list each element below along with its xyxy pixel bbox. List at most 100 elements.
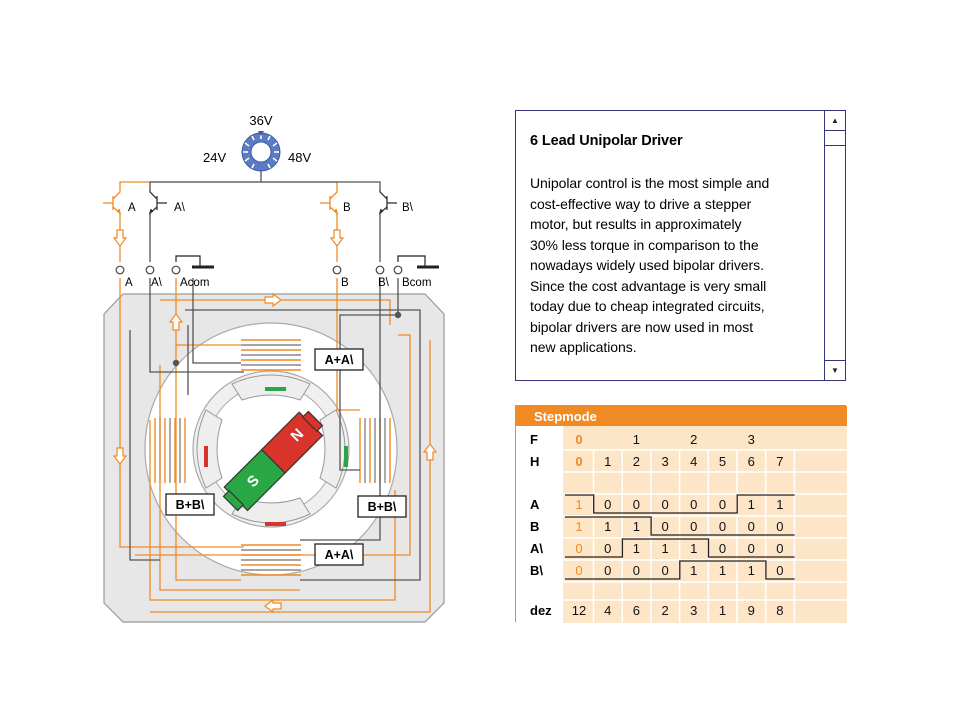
transistor-b-inv-icon: [378, 190, 397, 215]
current-arrow-icon: [264, 598, 282, 614]
stepmode-panel: Stepmode F H A B A\ B\ dez 0 1 2 3 0 1 2 3 4 5 6 7 1…: [515, 405, 847, 623]
f-value: 3: [748, 432, 755, 447]
stepmode-table: Stepmode F H A B A\ B\ dez 0 1 2 3 0 1 2 3 4 5 6 7 1…: [516, 406, 847, 623]
step-cell: 0: [575, 563, 582, 578]
scroll-thumb[interactable]: [825, 131, 845, 146]
dez-value: 1: [719, 603, 726, 618]
info-title: 6 Lead Unipolar Driver: [530, 133, 683, 149]
svg-text:B+B\: B+B\: [176, 498, 205, 512]
arrow-down-icon: ▼: [831, 366, 839, 375]
step-cell: 1: [690, 563, 697, 578]
current-arrow-icon: [264, 292, 282, 308]
svg-text:A+A\: A+A\: [325, 548, 354, 562]
step-cell: 0: [604, 563, 611, 578]
terminal-a-inv[interactable]: [145, 265, 155, 275]
pole-marker-top: [265, 387, 286, 391]
row-label-h: H: [530, 454, 539, 469]
step-cell: 0: [748, 519, 755, 534]
row-label-a-inv: A\: [530, 541, 543, 556]
step-cell: 1: [575, 497, 582, 512]
step-cell: 0: [690, 519, 697, 534]
info-scrollbar[interactable]: ▲ ▼: [824, 111, 845, 380]
terminal-bcom[interactable]: [393, 265, 403, 275]
row-label-a: A: [530, 497, 540, 512]
terminal-label-b: B: [341, 277, 349, 289]
step-cell: 0: [604, 541, 611, 556]
step-cell: 0: [748, 541, 755, 556]
current-arrow-icon: [422, 443, 438, 461]
h-value: 7: [776, 454, 783, 469]
rotor-magnet: [222, 410, 324, 512]
step-cell: 0: [661, 519, 668, 534]
terminal-label-acom: Acom: [180, 277, 209, 289]
pole-marker-right: [344, 446, 348, 467]
terminal-b-inv[interactable]: [375, 265, 385, 275]
coil-label-right: B+B\: [357, 495, 407, 518]
row-label-f: F: [530, 432, 538, 447]
scroll-up-button[interactable]: ▲: [825, 111, 845, 131]
coil-windings-bottom: [241, 544, 301, 576]
coil-windings-right: [359, 418, 391, 483]
terminal-label-a-inv: A\: [151, 277, 163, 289]
current-arrow-icon: [168, 313, 184, 331]
transistor-a-inv-icon: [148, 190, 167, 215]
f-value: 2: [690, 432, 697, 447]
voltage-label-36v: 36V: [249, 113, 272, 128]
row-label-dez: dez: [530, 603, 552, 618]
transistor-b-icon: [320, 190, 339, 215]
transistor-label-b-inv: B\: [402, 202, 414, 214]
pole-right: [319, 409, 346, 489]
step-cell: 0: [719, 541, 726, 556]
current-arrow-icon: [329, 229, 345, 247]
step-cell: 0: [661, 497, 668, 512]
transistor-a-icon: [103, 190, 122, 215]
step-cell: 1: [748, 563, 755, 578]
stepper-motor-diagram: A A\ B B\ A A\ Acom B B\ Bcom: [103, 113, 445, 623]
current-arrow-icon: [112, 447, 128, 465]
step-waveform: [565, 494, 795, 514]
terminal-acom[interactable]: [171, 265, 181, 275]
h-value: 2: [633, 454, 640, 469]
dez-value: 4: [604, 603, 611, 618]
transistor-label-a: A: [128, 202, 136, 214]
pole-marker-left: [204, 446, 208, 467]
step-cell: 0: [690, 497, 697, 512]
coil-windings-top: [241, 339, 301, 371]
row-label-b-inv: B\: [530, 563, 543, 578]
pole-marker-bottom: [265, 522, 286, 526]
voltage-label-48v: 48V: [288, 150, 311, 165]
transistor-label-a-inv: A\: [174, 202, 186, 214]
h-value: 5: [719, 454, 726, 469]
h-value: 6: [748, 454, 755, 469]
step-cell: 0: [776, 563, 783, 578]
step-cell: 0: [776, 541, 783, 556]
step-cell: 1: [633, 541, 640, 556]
svg-text:B+B\: B+B\: [368, 500, 397, 514]
ground-acom-icon: [175, 255, 214, 269]
step-cell: 0: [719, 497, 726, 512]
step-cell: 1: [604, 519, 611, 534]
terminal-label-bcom: Bcom: [402, 277, 431, 289]
scroll-down-button[interactable]: ▼: [825, 360, 845, 380]
row-label-b: B: [530, 519, 539, 534]
step-cell: 1: [748, 497, 755, 512]
terminal-b[interactable]: [332, 265, 342, 275]
current-arrow-icon: [112, 229, 128, 247]
step-cell: 1: [690, 541, 697, 556]
ground-bcom-icon: [397, 255, 439, 269]
voltage-knob[interactable]: [241, 131, 281, 172]
dez-value: 9: [748, 603, 755, 618]
pole-left: [196, 409, 223, 489]
step-waveform: [565, 560, 795, 580]
info-panel: 6 Lead Unipolar Driver Unipolar control …: [515, 110, 846, 381]
h-value: 3: [661, 454, 668, 469]
step-cell: 1: [776, 497, 783, 512]
step-cell: 0: [575, 541, 582, 556]
coil-label-left: B+B\: [165, 493, 215, 516]
step-cell: 0: [719, 519, 726, 534]
terminal-a[interactable]: [115, 265, 125, 275]
step-cell: 1: [575, 519, 582, 534]
step-cell: 1: [633, 519, 640, 534]
step-cell: 0: [633, 497, 640, 512]
stepmode-title: Stepmode: [534, 409, 597, 424]
